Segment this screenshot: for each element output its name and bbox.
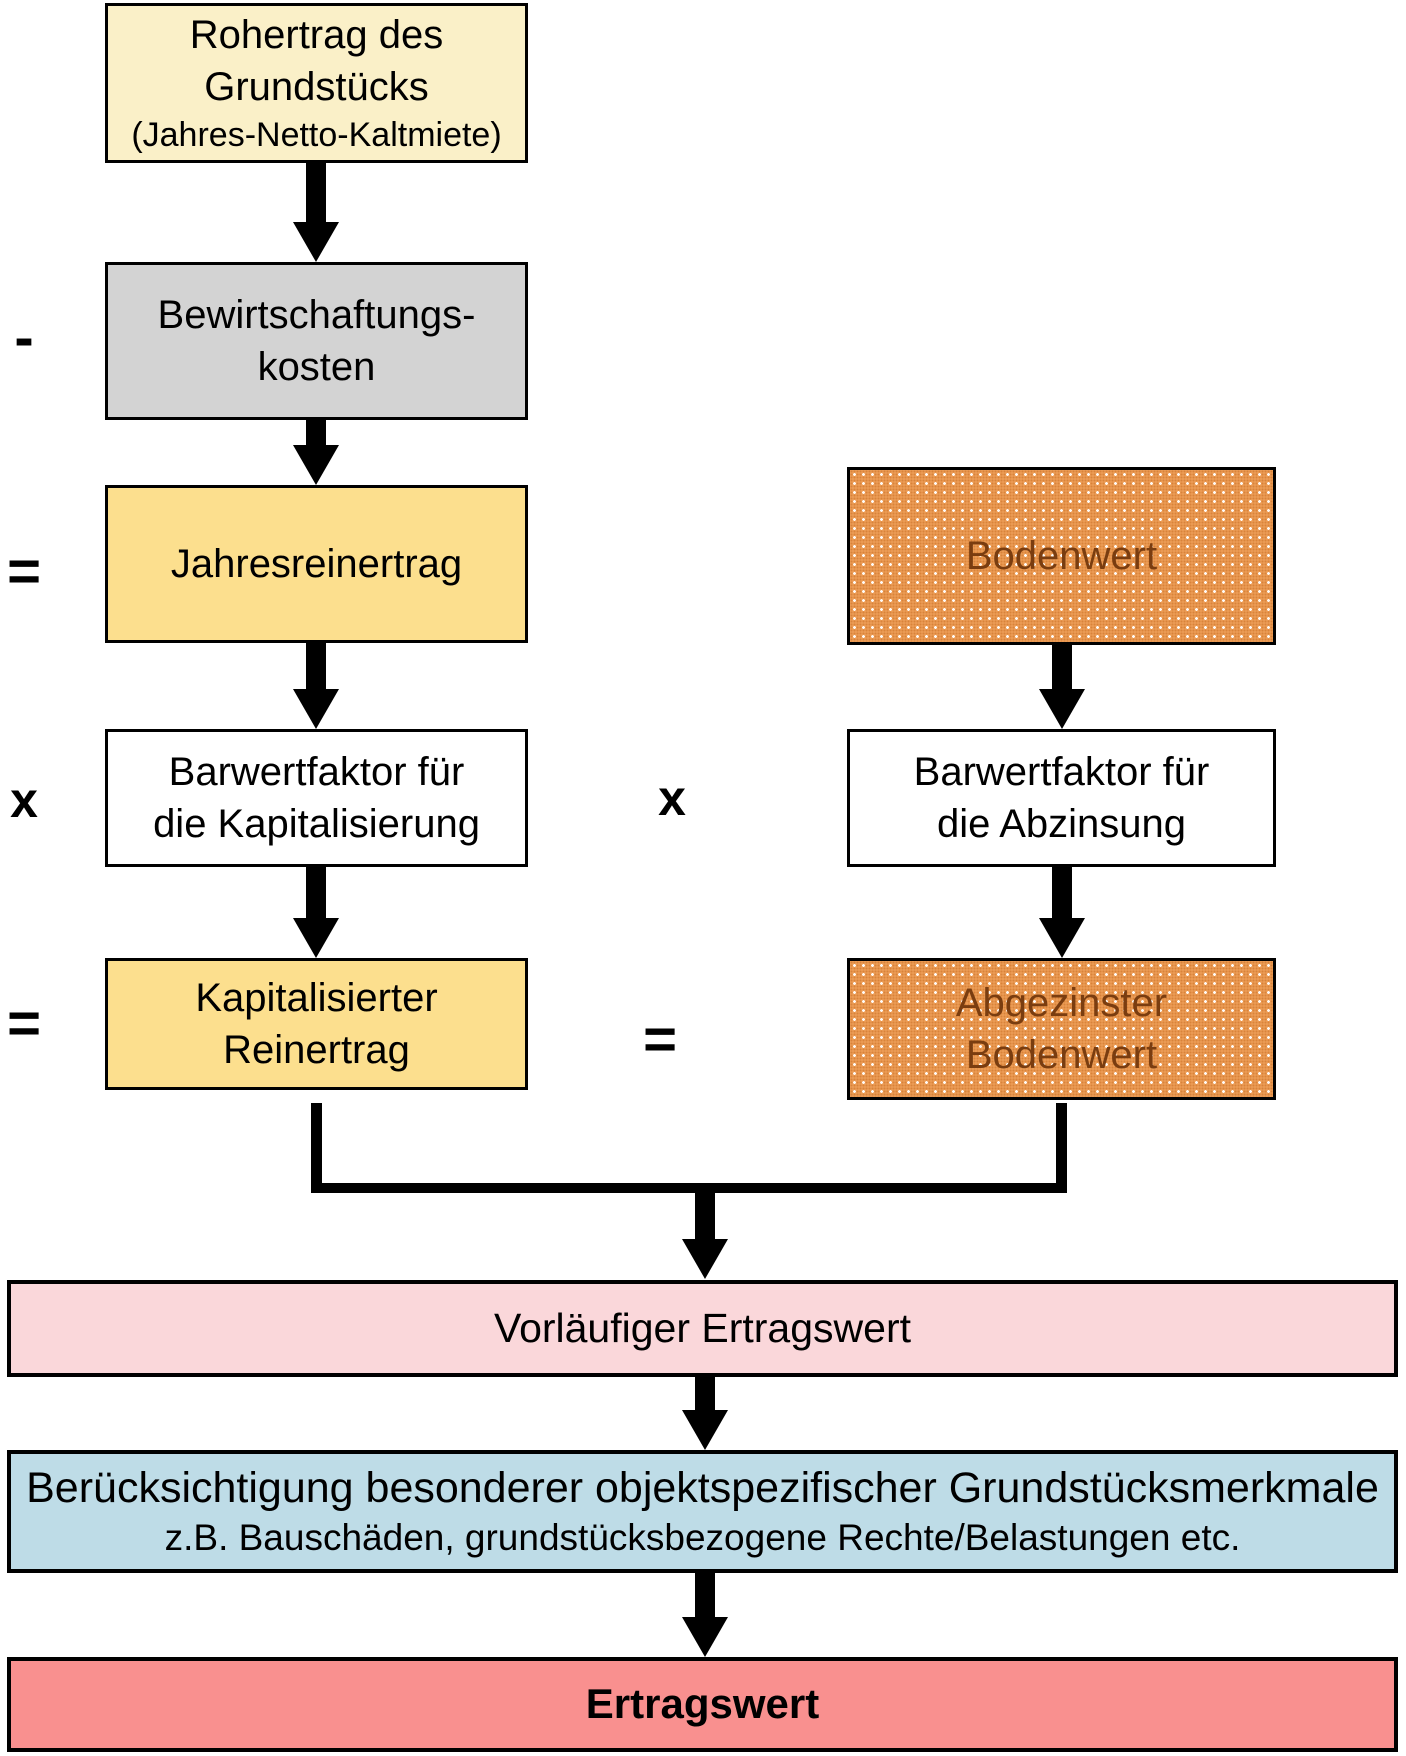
merge-connector-right-leg (1056, 1103, 1067, 1193)
bewirtschaftungskosten-box: Bewirtschaftungs- kosten (105, 262, 528, 420)
ertragswert-label: Ertragswert (585, 1680, 820, 1728)
arrow-down-icon (682, 1573, 728, 1657)
multiply-operator: x (10, 772, 38, 828)
grundstuecksmerkmale-title: Berücksichtigung besonderer objektspezif… (26, 1463, 1379, 1512)
barwertfaktor-kapitalisierung-box: Barwertfaktor für die Kapitalisierung (105, 729, 528, 867)
rohertrag-line2: Grundstücks (204, 64, 429, 109)
jahresreinertrag-box: Jahresreinertrag (105, 485, 528, 643)
barwertfaktor-abzinsung-line1: Barwertfaktor für (913, 750, 1210, 794)
arrow-down-icon (1039, 867, 1085, 958)
abgezinster-bodenwert-line2: Bodenwert (965, 1033, 1158, 1077)
merge-connector-left-leg (311, 1103, 322, 1193)
arrow-down-icon (682, 1377, 728, 1450)
arrow-down-icon (682, 1193, 728, 1279)
arrow-down-icon (293, 643, 339, 729)
equals-operator: = (7, 991, 41, 1056)
multiply-operator: x (658, 770, 686, 826)
kapitalisierter-reinertrag-line2: Reinertrag (223, 1028, 410, 1072)
rohertrag-box: Rohertrag des Grundstücks (Jahres-Netto-… (105, 3, 528, 163)
rohertrag-line3: (Jahres-Netto-Kaltmiete) (131, 115, 502, 154)
barwertfaktor-kapitalisierung-line1: Barwertfaktor für (168, 750, 465, 794)
bewirtschaftungskosten-line2: kosten (257, 345, 376, 389)
kapitalisierter-reinertrag-line1: Kapitalisierter (195, 976, 438, 1020)
vorlaeufiger-ertragswert-label: Vorläufiger Ertragswert (493, 1304, 911, 1351)
bodenwert-box: Bodenwert (847, 467, 1276, 645)
abgezinster-bodenwert-box: Abgezinster Bodenwert (847, 958, 1276, 1100)
equals-operator: = (643, 1007, 677, 1072)
arrow-down-icon (1039, 645, 1085, 729)
arrow-down-icon (293, 163, 339, 262)
arrow-down-icon (293, 867, 339, 958)
ertragswert-box: Ertragswert (7, 1657, 1398, 1752)
bodenwert-label: Bodenwert (965, 534, 1158, 578)
minus-operator: - (14, 305, 34, 370)
abgezinster-bodenwert-line1: Abgezinster (955, 981, 1168, 1025)
jahresreinertrag-label: Jahresreinertrag (170, 542, 463, 586)
grundstuecksmerkmale-box: Berücksichtigung besonderer objektspezif… (7, 1450, 1398, 1573)
barwertfaktor-abzinsung-box: Barwertfaktor für die Abzinsung (847, 729, 1276, 867)
vorlaeufiger-ertragswert-box: Vorläufiger Ertragswert (7, 1280, 1398, 1377)
rohertrag-line1: Rohertrag des (189, 12, 444, 57)
equals-operator: = (7, 539, 41, 604)
grundstuecksmerkmale-subtitle: z.B. Bauschäden, grundstücksbezogene Rec… (164, 1517, 1241, 1559)
barwertfaktor-kapitalisierung-line2: die Kapitalisierung (153, 802, 480, 846)
barwertfaktor-abzinsung-line2: die Abzinsung (936, 802, 1187, 846)
arrow-down-icon (293, 420, 339, 485)
kapitalisierter-reinertrag-box: Kapitalisierter Reinertrag (105, 958, 528, 1090)
bewirtschaftungskosten-line1: Bewirtschaftungs- (157, 293, 476, 337)
merge-connector-bar (311, 1183, 1067, 1193)
